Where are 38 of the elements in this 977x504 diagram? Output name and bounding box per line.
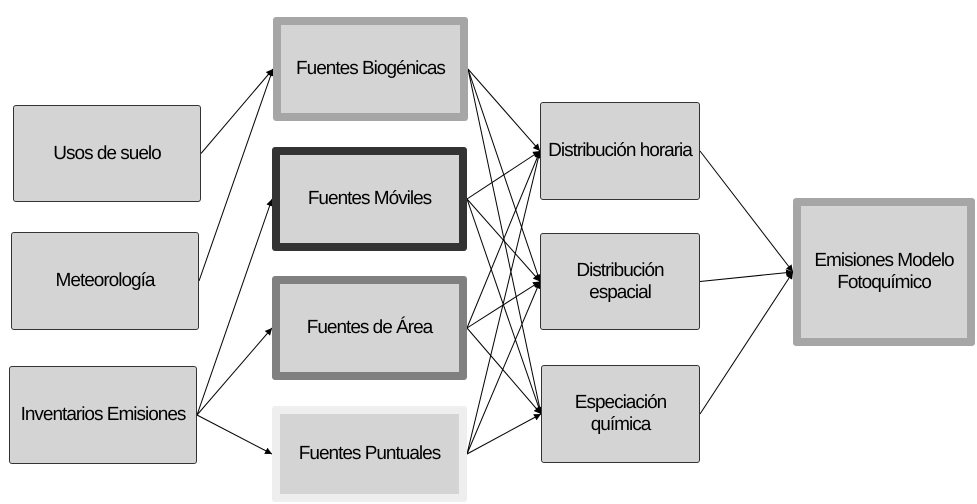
- arrow: [196, 198, 273, 416]
- arrow: [466, 150, 540, 200]
- arrow: [700, 269, 794, 282]
- arrow: [198, 68, 274, 282]
- box-label: Usos de suelo: [53, 142, 161, 164]
- box-label: Fuentes de Área: [306, 317, 432, 339]
- arrow: [468, 68, 542, 282]
- arrow: [466, 281, 540, 454]
- process-box: [540, 233, 700, 330]
- process-box: [272, 406, 467, 502]
- process-box: [9, 366, 197, 464]
- arrow: [200, 68, 274, 154]
- process-box: [540, 102, 700, 200]
- box-label: Fuentes Biogénicas: [296, 58, 445, 80]
- arrow: [700, 272, 794, 414]
- process-box: [273, 17, 468, 121]
- process-box: [11, 232, 199, 330]
- arrow: [466, 328, 542, 414]
- arrow: [468, 68, 540, 152]
- process-box: [272, 147, 467, 251]
- process-box: [793, 198, 975, 346]
- box-label: Fuentes Puntuales: [298, 443, 440, 465]
- process-box: [541, 365, 700, 463]
- box-label: Especiación química: [574, 392, 668, 436]
- box-label: Distribución espacial: [575, 260, 665, 304]
- box-label: Meteorología: [56, 270, 154, 292]
- process-box: [13, 105, 201, 202]
- box-label: Distribución horaria: [548, 140, 692, 162]
- box-label: Inventarios Emisiones: [20, 404, 186, 426]
- arrow: [466, 198, 540, 282]
- box-label: Fuentes Móviles: [308, 188, 432, 210]
- box-label: Emisiones Modelo Fotoquímico: [813, 250, 955, 294]
- arrow: [466, 281, 540, 328]
- arrow: [466, 414, 542, 454]
- arrow: [700, 150, 794, 272]
- process-box: [272, 276, 467, 380]
- arrow: [196, 328, 272, 416]
- arrow: [196, 414, 272, 454]
